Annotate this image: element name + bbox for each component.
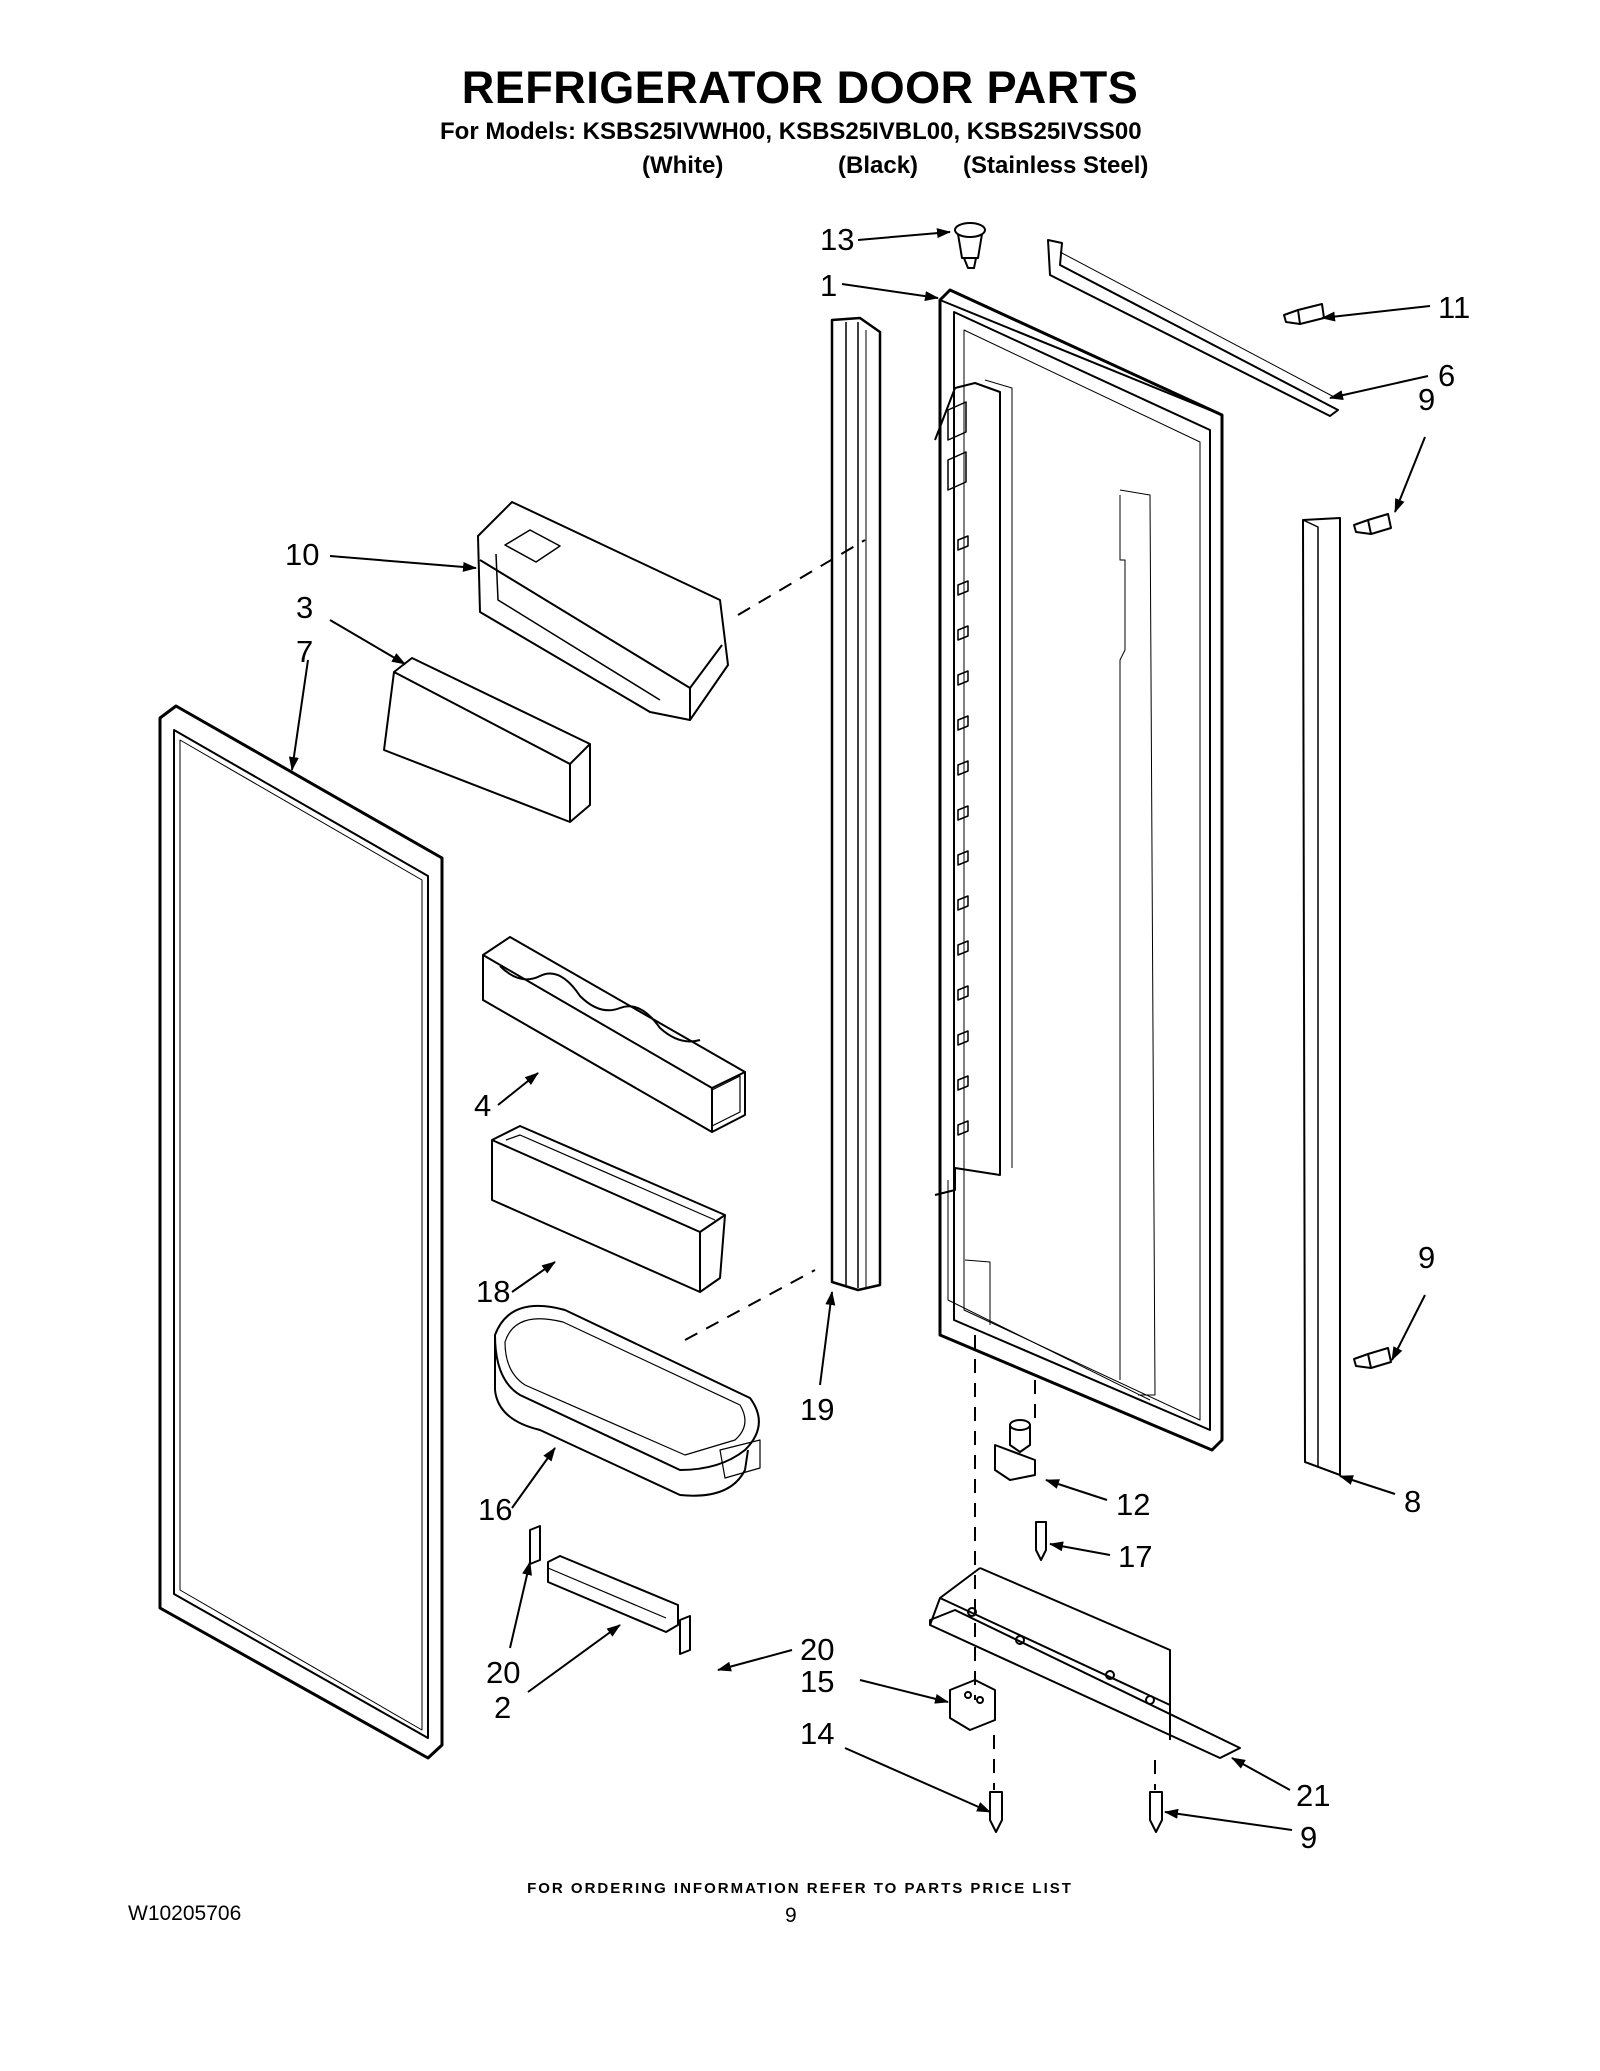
variant-stainless-steel: (Stainless Steel) (963, 152, 1149, 179)
callout-6: 6 (1438, 358, 1455, 393)
callout-20-left: 20 (486, 1655, 520, 1690)
door-gasket-part (158, 704, 444, 1760)
callout-21: 21 (1296, 1778, 1330, 1813)
callout-17: 17 (1118, 1539, 1152, 1574)
door-bin-part (491, 1125, 726, 1293)
dairy-door-part (383, 657, 591, 823)
document-id: W10205706 (128, 1902, 242, 1925)
top-cap-part (954, 222, 986, 269)
screw-14-part (989, 1791, 1003, 1833)
door-liner-part (934, 288, 1224, 1452)
bottom-hinge-bracket-part (929, 1567, 1241, 1759)
callout-12: 12 (1116, 1487, 1150, 1522)
large-door-bin-part (494, 1304, 761, 1497)
screw-17-part (1035, 1521, 1047, 1561)
callout-7: 7 (296, 634, 313, 669)
models-line: For Models: KSBS25IVWH00, KSBS25IVBL00, … (440, 118, 1142, 145)
hinge-plate-part (949, 1679, 996, 1731)
callout-11: 11 (1438, 290, 1470, 325)
callout-13: 13 (820, 222, 854, 257)
liner-shelf-bumps (947, 401, 969, 1136)
dairy-housing-part (477, 501, 729, 721)
screw-11-part (1283, 303, 1325, 325)
top-trim-part (1047, 239, 1339, 417)
callout-15: 15 (800, 1664, 834, 1699)
callout-3: 3 (296, 590, 313, 625)
callout-18: 18 (476, 1274, 510, 1309)
callout-labels: 13 1 11 6 9 10 3 7 4 18 19 9 16 12 8 17 … (285, 222, 1470, 1855)
variant-white: (White) (642, 152, 724, 179)
leader-arrows (288, 228, 1431, 1831)
callout-2: 2 (494, 1690, 511, 1725)
can-rack-part (482, 936, 746, 1133)
assembly-dash-lines (684, 539, 1156, 1790)
callout-16: 16 (478, 1492, 512, 1527)
side-trim-part (1302, 517, 1341, 1476)
callout-9-top: 9 (1418, 382, 1435, 417)
variant-black: (Black) (838, 152, 919, 179)
callout-19: 19 (800, 1392, 834, 1427)
callout-1: 1 (820, 268, 837, 303)
page-title: REFRIGERATOR DOOR PARTS (461, 62, 1139, 113)
screw-9-top-part (1353, 513, 1392, 535)
callout-10: 10 (285, 537, 319, 572)
bottom-trim-part (529, 1525, 691, 1655)
callout-14: 14 (800, 1716, 834, 1751)
callout-4: 4 (474, 1088, 491, 1123)
ordering-note: FOR ORDERING INFORMATION REFER TO PARTS … (527, 1880, 1073, 1897)
screw-9-mid-part (1353, 1347, 1392, 1369)
vertical-trim-part (830, 316, 882, 1292)
hinge-pin-part (994, 1419, 1036, 1481)
page-number: 9 (785, 1904, 797, 1927)
callout-8: 8 (1404, 1484, 1421, 1519)
callout-9-bottom: 9 (1300, 1820, 1317, 1855)
callout-20-right: 20 (800, 1632, 834, 1667)
callout-9-mid: 9 (1418, 1240, 1435, 1275)
screw-9-bottom-part (1149, 1791, 1163, 1833)
